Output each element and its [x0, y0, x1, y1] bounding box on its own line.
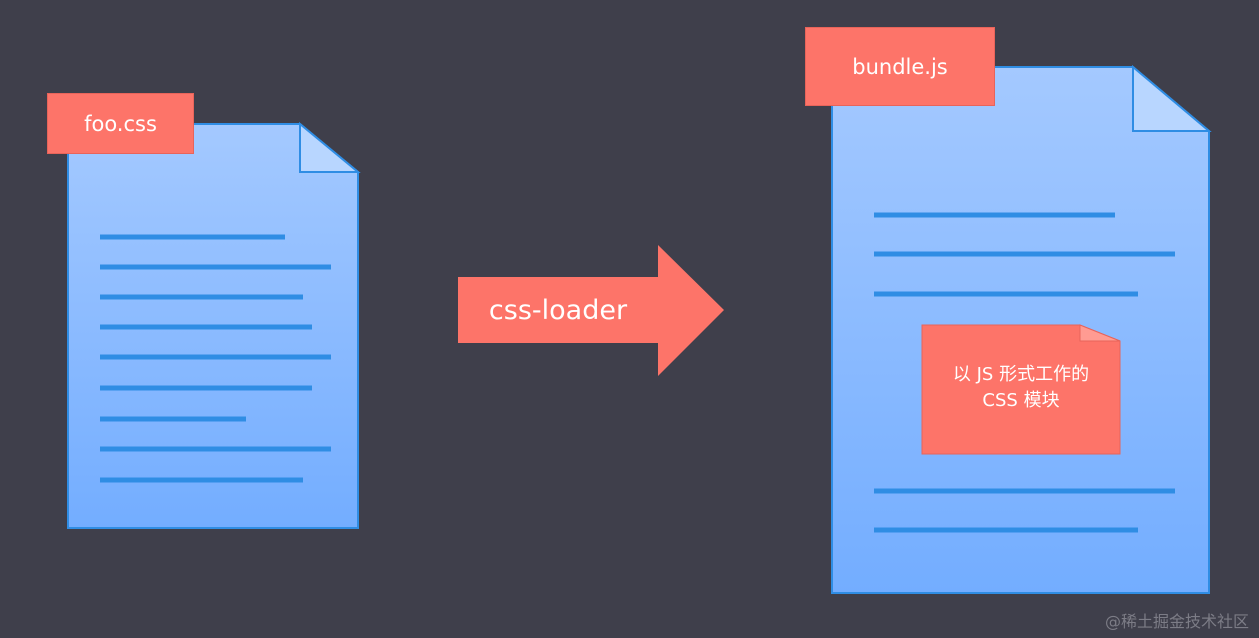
css-module-note: [921, 324, 1121, 455]
css-module-text: 以 JS 形式工作的 CSS 模块: [922, 362, 1120, 414]
page-fold-icon: [1132, 64, 1212, 132]
source-file-name: foo.css: [84, 111, 157, 136]
note-fold-icon: [1079, 324, 1121, 342]
source-document: [67, 121, 361, 529]
module-line-2: CSS 模块: [982, 390, 1060, 411]
output-file-label: bundle.js: [805, 27, 995, 106]
watermark: @稀土掘金技术社区: [1104, 612, 1249, 631]
transform-name: css-loader: [488, 294, 628, 326]
source-text-lines: [100, 234, 331, 483]
output-file-name: bundle.js: [852, 54, 948, 79]
source-file-label: foo.css: [47, 93, 194, 154]
transform-label: css-loader: [458, 277, 658, 343]
transform-arrow: [458, 245, 724, 376]
page-fold-icon: [299, 121, 361, 173]
module-line-1: 以 JS 形式工作的: [952, 364, 1090, 385]
output-document: [831, 64, 1212, 594]
output-text-lines: [874, 212, 1175, 533]
